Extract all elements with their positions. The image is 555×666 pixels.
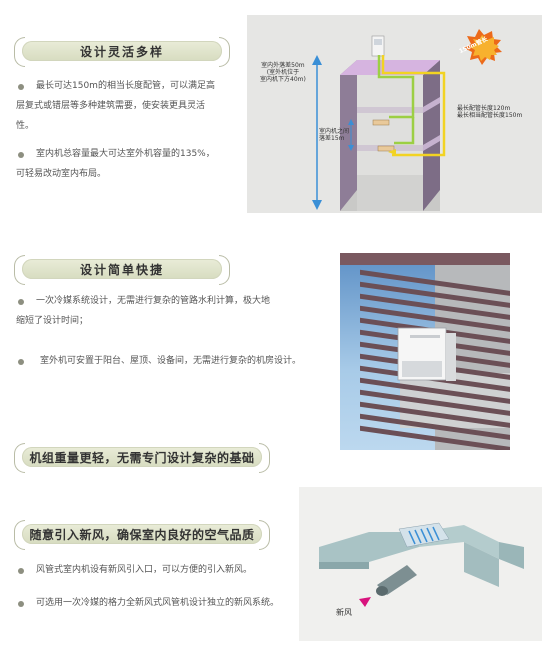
paragraph-long-piping: 最长可达150m的相当长度配管，可以满足高 层复式或错层等多种建筑需要，使安装更… — [16, 81, 215, 131]
section-title-lighter-unit: 机组重量更轻，无需专门设计复杂的基础 — [14, 443, 270, 473]
indoor-unit-icon — [377, 145, 395, 152]
paragraph-fresh-air-system: 可选用一次冷媒的格力全新风式风管机设计独立的新风系统。 — [36, 598, 280, 608]
louver-slats — [360, 269, 510, 450]
building-left-wall — [340, 60, 357, 211]
piping-diagram-panel: 150m管长 室内外落差50m (室外机位于 室内机下方40m) 室内机之间 落… — [247, 15, 542, 213]
paragraph-one-time-design: 一次冷媒系统设计，无需进行复杂的管路水利计算，极大地 缩短了设计时间； — [16, 296, 271, 326]
pipe-yellow — [381, 55, 446, 157]
roof-slab — [340, 60, 440, 75]
fresh-air-label: 新风 — [336, 608, 352, 617]
paragraph-fresh-air-inlet: 风管式室内机设有新风引入口，可以方便的引入新风。 — [36, 565, 253, 575]
pipe-green — [377, 55, 415, 119]
duct-left — [319, 532, 419, 562]
pipe-length-label: 最长配管长度120m 最长相当配管长度150m — [457, 105, 523, 119]
outdoor-unit-photo-panel — [340, 253, 510, 450]
fresh-air-duct — [377, 565, 417, 595]
bullet — [18, 359, 24, 365]
paragraph-capacity: 室内机总容量最大可达室外机容量的135%， 可轻易改动室内布局。 — [16, 149, 215, 179]
paragraph-outdoor-placement: 室外机可安置于阳台、屋顶、设备间，无需进行复杂的机房设计。 — [40, 356, 302, 366]
building-right-wall — [423, 60, 440, 211]
building-piping-illustration — [312, 29, 502, 211]
section-title-flexible-design: 设计灵活多样 — [14, 37, 230, 67]
bullet — [18, 152, 24, 158]
duct-diagram-panel: 新风 — [299, 487, 542, 641]
balcony-illustration — [340, 253, 510, 450]
section-title-fresh-air: 随意引入新风，确保室内良好的空气品质 — [14, 520, 270, 550]
duct-illustration — [319, 522, 524, 607]
section-title-simple-design: 设计简单快捷 — [14, 255, 230, 285]
bullet — [18, 568, 24, 574]
indoor-difference-label: 室内机之间 落差15m — [319, 128, 350, 142]
indoor-unit-icon — [372, 119, 390, 126]
height-difference-label: 室内外落差50m (室外机位于 室内机下方40m) — [260, 62, 306, 83]
bullet — [18, 299, 24, 305]
bullet — [18, 84, 24, 90]
fresh-air-arrow-icon — [359, 597, 371, 607]
bullet — [18, 601, 24, 607]
